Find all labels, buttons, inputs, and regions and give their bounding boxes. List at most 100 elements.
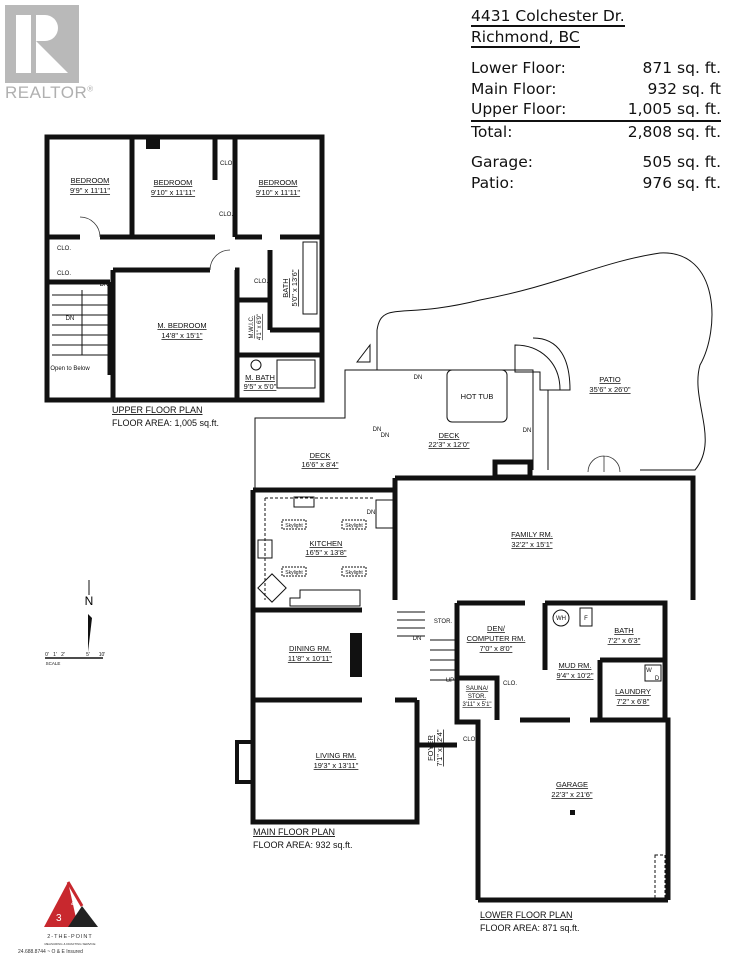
- patio-outline: [376, 252, 713, 471]
- stair-down-label: DN: [367, 510, 376, 516]
- room-name: BATH: [614, 626, 633, 635]
- room-dim: 7'2" x 6'3": [608, 636, 641, 645]
- stair-up-label: UP: [446, 678, 454, 684]
- room-dim: 22'3" x 21'6": [551, 790, 592, 799]
- scale-tick: 5': [86, 652, 90, 658]
- area-row-garage: Garage:505 sq. ft.: [471, 152, 721, 173]
- upper-plan-title: UPPER FLOOR PLAN: [112, 405, 203, 415]
- area-row-main: Main Floor:932 sq. ft: [471, 79, 721, 100]
- lower-plan-title: LOWER FLOOR PLAN: [480, 910, 573, 920]
- closet-label: CLO.: [57, 246, 71, 252]
- stairs-main: [375, 499, 458, 681]
- room-dim: 5'0" x 13'6": [290, 269, 299, 306]
- area-row-lower: Lower Floor: 871 sq. ft.: [471, 58, 721, 79]
- registered-mark: ®: [87, 84, 94, 94]
- kitchen-island: [257, 573, 287, 603]
- stair-down-label: DN: [413, 636, 422, 642]
- area-value: 505 sq. ft.: [642, 153, 721, 171]
- closet-label: CLO.: [57, 271, 71, 277]
- address-line-1: 4431 Colchester Dr.: [471, 7, 625, 27]
- foyer-walls: [414, 700, 457, 748]
- logo-digit: 4: [71, 898, 77, 909]
- scale-tick: 2': [61, 652, 65, 658]
- room-name: DINING RM.: [289, 644, 331, 653]
- room-dim: 22'3" x 12'0": [428, 440, 469, 449]
- sink: [250, 359, 262, 371]
- area-value: 871 sq. ft.: [642, 59, 721, 77]
- room-name: BEDROOM: [71, 176, 110, 185]
- area-row-upper: Upper Floor:1,005 sq. ft.: [471, 99, 721, 122]
- stove: [257, 539, 273, 559]
- water-heater: [552, 609, 570, 627]
- room-dim: 4'1" x 6'9": [257, 314, 263, 340]
- area-row-patio: Patio:976 sq. ft.: [471, 173, 721, 194]
- area-value: 932 sq. ft: [647, 79, 721, 98]
- main-floor-plan: HOT TUB Skylight Skylight Skylight Skyli…: [235, 252, 713, 850]
- realtor-logo-text: REALTOR®: [5, 83, 94, 103]
- vanity: [302, 241, 318, 315]
- storage-label: STOR.: [434, 619, 453, 625]
- door-swings: [79, 216, 231, 271]
- upper-plan-area: FLOOR AREA: 1,005 sq.ft.: [112, 418, 219, 428]
- lower-plan-area: FLOOR AREA: 871 sq.ft.: [480, 923, 580, 933]
- lower-walls: [454, 600, 671, 903]
- room-dim: 7'1" x 12'4": [435, 729, 444, 766]
- stair-down-label: DN: [373, 427, 382, 433]
- room-dim: 9'10" x 11'11": [151, 188, 196, 197]
- stair-down-label: DN: [66, 316, 75, 322]
- stair-down-label: DN: [523, 428, 532, 434]
- room-name: DECK: [439, 431, 460, 440]
- deck-edge: [345, 337, 571, 470]
- planter: [355, 343, 371, 363]
- water-heater-label: WH: [556, 616, 566, 622]
- logo-brand-name: 2-THE-POINT: [47, 934, 93, 940]
- room-name: FOYER: [426, 735, 435, 761]
- room-dim: 14'8" x 15'1": [161, 331, 202, 340]
- fireplace: [492, 459, 533, 480]
- north-arrow: N: [85, 580, 94, 652]
- kitchen-sink: [293, 496, 315, 508]
- area-label: Lower Floor:: [471, 59, 566, 77]
- area-label: Upper Floor:: [471, 100, 567, 118]
- lower-floor-plan: WH F W D DEN/ COMPUTER RM. 7'0" x 8'0" M…: [414, 600, 671, 933]
- room-name: COMPUTER RM.: [467, 634, 526, 643]
- north-label: N: [85, 594, 94, 608]
- hot-tub-label: HOT TUB: [461, 392, 494, 401]
- room-dim: 7'2" x 6'8": [617, 697, 650, 706]
- stair-down-label: DN: [381, 433, 390, 439]
- room-name: BEDROOM: [154, 178, 193, 187]
- furnace: [579, 607, 593, 627]
- room-dim: 32'2" x 15'1": [511, 540, 552, 549]
- closet-label: CLO.: [463, 737, 477, 743]
- room-name: BATH: [281, 278, 290, 297]
- room-name: GARAGE: [556, 780, 588, 789]
- furnace-label: F: [584, 616, 588, 622]
- closet-label: CLO.: [220, 161, 234, 167]
- open-to-below-label: Open to Below: [50, 366, 90, 372]
- room-dim: 9'4" x 10'2": [557, 671, 594, 680]
- scale-tick: 1': [53, 652, 57, 658]
- hot-tub: [446, 369, 508, 423]
- fireplace: [235, 740, 255, 784]
- room-name: BEDROOM: [259, 178, 298, 187]
- room-name: KITCHEN: [310, 539, 343, 548]
- room-name: STOR.: [468, 694, 487, 700]
- room-dim: 35'6" x 26'0": [589, 385, 630, 394]
- address-line-2: Richmond, BC: [471, 28, 580, 48]
- fireplace-dining: [350, 633, 362, 677]
- upper-walls: [47, 137, 322, 240]
- room-name: MUD RM.: [559, 661, 592, 670]
- deck-outline: [254, 330, 378, 490]
- realtor-logo: [5, 5, 79, 83]
- area-label: Total:: [471, 122, 513, 141]
- room-dim: 7'0" x 8'0": [480, 644, 513, 653]
- logo-contact: 24.688.8744 ~ O & E Insured: [18, 949, 83, 955]
- upper-floor-plan: BEDROOM 9'9" x 11'11" BEDROOM 9'10" x 11…: [44, 134, 325, 428]
- room-dim: 9'9" x 11'11": [70, 186, 110, 195]
- scale-tick: 0': [45, 652, 49, 658]
- skylights: Skylight Skylight Skylight Skylight: [281, 519, 367, 577]
- room-name: DEN/: [487, 624, 506, 633]
- area-value: 976 sq. ft.: [642, 173, 721, 192]
- dryer-label: D: [655, 676, 660, 682]
